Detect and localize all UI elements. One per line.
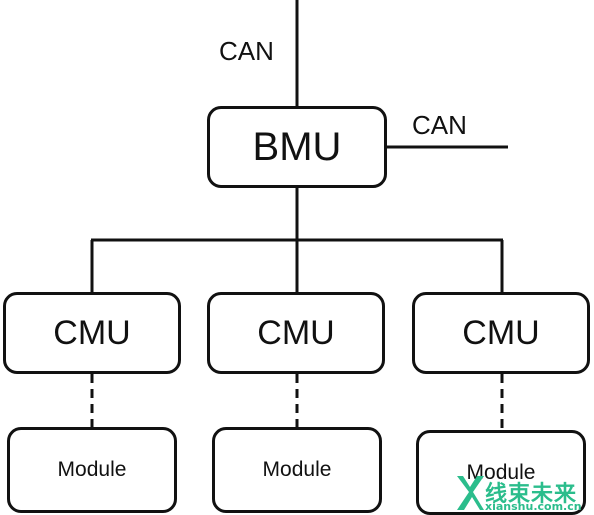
module-label-2: Module: [262, 458, 332, 481]
module-label-3: Module: [466, 460, 536, 484]
can-label-top: CAN: [219, 36, 274, 66]
watermark-logo-icon: [457, 476, 484, 510]
module-box-1: Module: [7, 427, 177, 513]
watermark: 线束未来 xianshu.com.cn: [455, 470, 594, 515]
cmu-box-1: CMU: [3, 292, 181, 374]
cmu-label-3: CMU: [462, 313, 540, 352]
module-label-1: Module: [57, 458, 127, 481]
watermark-url: xianshu.com.cn: [485, 500, 582, 513]
watermark-text: 线束未来: [485, 482, 578, 507]
bmu-box: BMU: [207, 106, 387, 188]
cmu-label-2: CMU: [257, 313, 335, 352]
cmu-label-1: CMU: [53, 313, 131, 352]
module-box-2: Module: [212, 427, 382, 513]
module-box-3: Module: [416, 430, 586, 515]
can-label-right: CAN: [412, 110, 467, 140]
bmu-label: BMU: [252, 124, 342, 169]
cmu-box-3: CMU: [412, 292, 590, 374]
cmu-box-2: CMU: [207, 292, 385, 374]
